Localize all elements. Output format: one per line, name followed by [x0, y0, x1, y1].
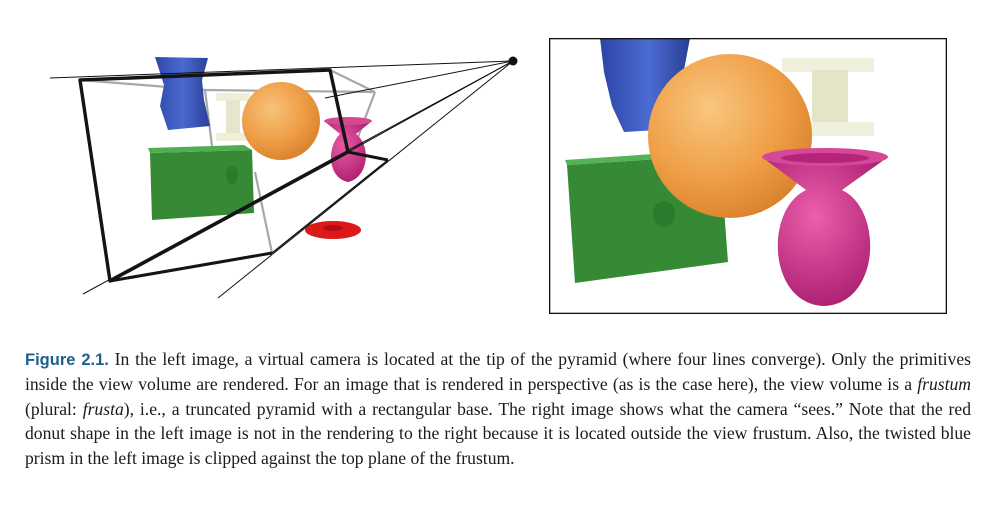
camera-view-image [549, 38, 947, 314]
ivory-beam [216, 93, 250, 141]
camera-view-frame [549, 38, 947, 314]
frustum-edge [109, 251, 273, 283]
camera-point [508, 56, 518, 66]
figure-caption: Figure 2.1. In the left image, a virtual… [25, 347, 971, 470]
frustum-scene-image [49, 56, 518, 299]
orange-sphere [648, 54, 812, 218]
orange-sphere [242, 82, 320, 160]
frustum-edge [271, 159, 389, 254]
frustum-edge [347, 150, 389, 162]
ivory-beam [782, 58, 874, 136]
blue-prism [155, 57, 210, 130]
caption-text: ), i.e., a truncated pyramid with a rect… [25, 398, 972, 468]
red-donut [305, 221, 361, 239]
caption-term-frustum: frustum [917, 374, 971, 395]
green-box [148, 145, 254, 220]
caption-term-frusta: frusta [82, 398, 124, 419]
caption-text: (plural: [25, 398, 83, 419]
caption-text: In the left image, a virtual camera is l… [25, 349, 971, 395]
magenta-vase [762, 148, 888, 306]
figure-label: Figure 2.1. [25, 351, 109, 369]
